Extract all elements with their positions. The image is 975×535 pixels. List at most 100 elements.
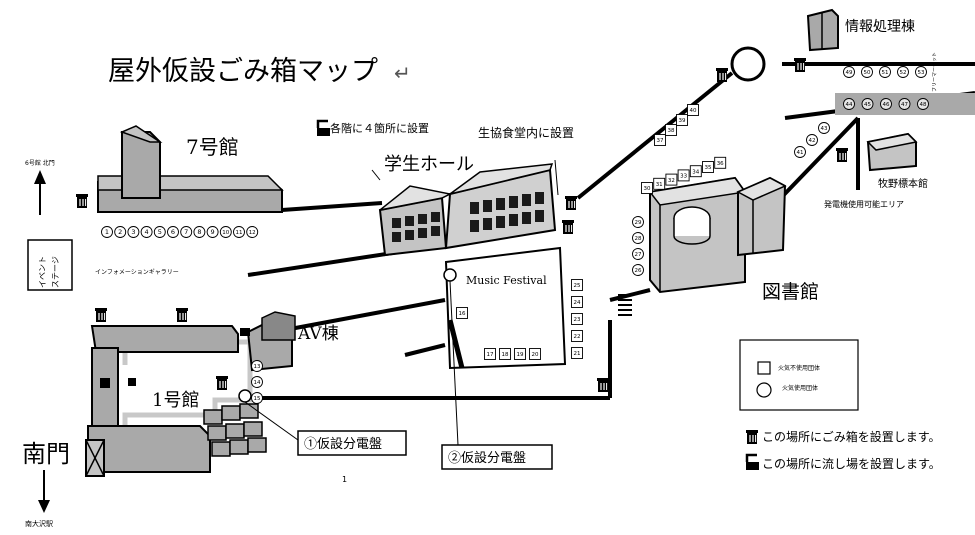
- booth-marker: [233, 226, 245, 238]
- event-stage: イベント ステージ: [27, 239, 73, 291]
- label-panel1: ①仮設分電盤: [304, 436, 382, 452]
- booth-number: 15: [254, 396, 261, 402]
- booth-number: 1: [105, 228, 109, 236]
- legend-trash: この場所にごみ箱を設置します。: [762, 429, 941, 444]
- booth-number: 31: [656, 182, 663, 188]
- booth-marker: [251, 376, 263, 388]
- label-building-1: 1号館: [152, 390, 199, 411]
- booth-number: 21: [574, 351, 581, 357]
- south-arrow-head: [38, 500, 50, 513]
- panel2-box: [441, 444, 553, 470]
- booth-number: 7: [184, 228, 188, 236]
- booth-marker: [206, 226, 219, 238]
- trash-icon: [596, 377, 610, 393]
- building-makino: [866, 132, 918, 172]
- booth-marker: [571, 279, 583, 291]
- booth-marker: [861, 98, 874, 110]
- booth-number: 18: [502, 352, 509, 358]
- booth-number: 38: [668, 128, 675, 134]
- label-info-gallery: インフォメーションギャラリー: [95, 269, 179, 276]
- booth-marker: [702, 161, 714, 173]
- booth-number: 10: [222, 230, 229, 236]
- booth-marker: [879, 66, 891, 78]
- hall-windows: [392, 192, 544, 242]
- building-1-annex: [203, 403, 267, 457]
- booth-number: 44: [846, 102, 853, 108]
- booth-marker: [665, 173, 678, 186]
- booth-marker: [456, 307, 468, 319]
- label-building-7: 7号館: [186, 135, 239, 159]
- trash-icon: [75, 193, 89, 209]
- booth-marker: [153, 226, 166, 238]
- booth-number: 12: [249, 230, 256, 236]
- label-library: 図書館: [762, 281, 819, 303]
- booth-marker: [246, 226, 259, 238]
- booth-number: 22: [574, 334, 581, 340]
- title-return-mark: ↵: [394, 61, 411, 85]
- booth-marker: [898, 98, 911, 110]
- north-arrow-head: [34, 170, 46, 184]
- booth-marker: [687, 104, 699, 116]
- legend-no-fire: 火気不使用団体: [778, 364, 820, 372]
- legend-circle-icon: [756, 382, 772, 398]
- booth-marker: [714, 156, 727, 169]
- booth-marker: [193, 226, 206, 238]
- trash-icon: [835, 147, 849, 163]
- legend-square-icon: [757, 361, 771, 375]
- booth-number: 27: [635, 252, 642, 258]
- booth-number: 42: [809, 138, 816, 144]
- booth-number: 33: [680, 174, 687, 180]
- booth-marker: [917, 98, 929, 110]
- booth-marker: [180, 226, 193, 238]
- label-north-gate: 6号館 北門: [25, 159, 55, 167]
- booth-number: 16: [459, 311, 466, 317]
- trash-icon: [561, 219, 575, 235]
- panel2-marker: [443, 268, 457, 282]
- booth-number: 47: [901, 102, 908, 108]
- booth-number: 37: [657, 138, 664, 144]
- booth-number: 52: [900, 70, 907, 76]
- booth-number: 8: [197, 228, 201, 236]
- booth-number: 17: [487, 352, 494, 358]
- label-info-building: 情報処理棟: [845, 19, 915, 35]
- booth-number: 39: [679, 118, 686, 124]
- booth-number: 30: [644, 186, 651, 192]
- booth-marker: [915, 66, 927, 78]
- booth-number: 53: [918, 70, 925, 76]
- booth-marker: [484, 348, 496, 360]
- building-gakusei-hall: [378, 163, 557, 257]
- booth-number: 2: [118, 228, 122, 236]
- trash-icon: [215, 375, 229, 391]
- booth-marker: [127, 226, 140, 238]
- booth-number: 14: [254, 380, 261, 386]
- booth-marker: [571, 313, 583, 325]
- booth-number: 24: [574, 300, 581, 306]
- hall-leader: [371, 169, 381, 181]
- booth-number: 36: [717, 161, 724, 167]
- trash-icon: [175, 307, 189, 323]
- label-generator-area: 発電機使用可能エリア: [824, 199, 904, 209]
- trash-icon: [793, 57, 807, 73]
- booth-marker: [880, 98, 892, 110]
- booth-number: 34: [692, 169, 699, 175]
- legend-sink: この場所に流し場を設置します。: [762, 456, 941, 471]
- booth-marker: [632, 248, 644, 260]
- booth-marker: [653, 177, 666, 190]
- label-coop: 生協食堂内に設置: [478, 125, 574, 140]
- building-library: [648, 176, 787, 294]
- panel1-marker: [238, 389, 252, 403]
- booth-number: 48: [920, 102, 927, 108]
- booth-marker: [167, 226, 179, 238]
- map-title: 屋外仮設ごみ箱マップ: [108, 56, 378, 87]
- booth-number: 20: [532, 352, 539, 358]
- booth-number: 35: [705, 165, 712, 171]
- booth-number: 9: [211, 228, 215, 236]
- booth-number: 11: [236, 230, 243, 236]
- booth-marker: [571, 330, 583, 342]
- stairs: [618, 294, 632, 316]
